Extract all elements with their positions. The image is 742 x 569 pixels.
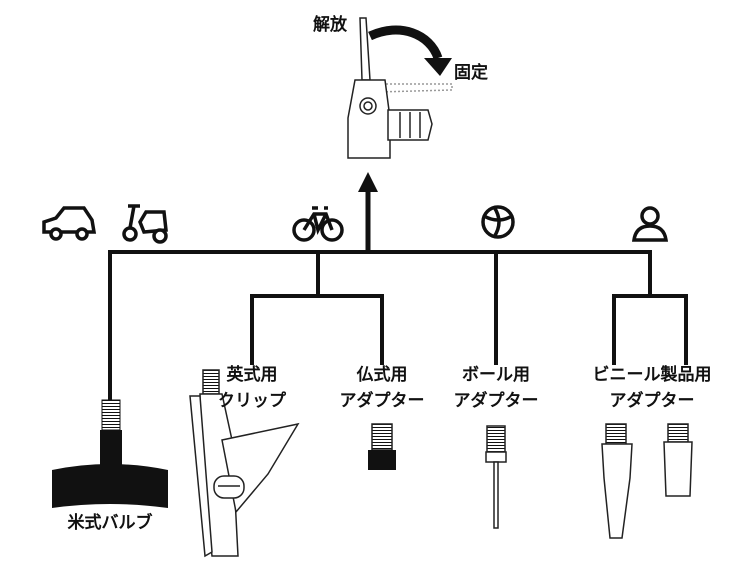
ball-icon [481, 205, 515, 239]
valve-stem [100, 430, 122, 474]
valve-thread [101, 399, 121, 431]
ball-label-line1: ボール用 [462, 365, 530, 385]
vinyl-label-line2: アダプター [609, 391, 695, 411]
french-adapter [368, 423, 396, 470]
rotation-arrow [368, 25, 452, 76]
vinyl-label-line1: ビニール製品用 [592, 365, 712, 385]
bicycle-icon [292, 206, 344, 242]
american-valve-label: 米式バルブ [67, 513, 153, 533]
british-label-line2: クリップ [218, 391, 286, 411]
release-label: 解放 [313, 15, 347, 35]
up-arrow [358, 172, 378, 250]
lever-released [359, 17, 371, 81]
ball-label-line2: アダプター [453, 391, 539, 411]
car-icon [42, 206, 97, 241]
lever-locked-ghost [377, 83, 453, 93]
scooter-icon [122, 204, 168, 244]
french-label-line2: アダプター [339, 391, 425, 411]
lock-label: 固定 [454, 63, 488, 83]
person-icon [631, 206, 669, 242]
british-clip [189, 369, 300, 558]
connection-tree [108, 250, 688, 400]
british-label-line1: 英式用 [226, 365, 278, 385]
head-body [347, 79, 391, 159]
american-valve [52, 399, 168, 508]
tire-section [52, 464, 168, 508]
ball-needle-adapter [485, 425, 507, 529]
french-label-line1: 仏式用 [356, 365, 408, 385]
pump-head [347, 17, 453, 159]
vinyl-adapter-short [663, 423, 693, 497]
vinyl-adapter-long [601, 423, 633, 539]
